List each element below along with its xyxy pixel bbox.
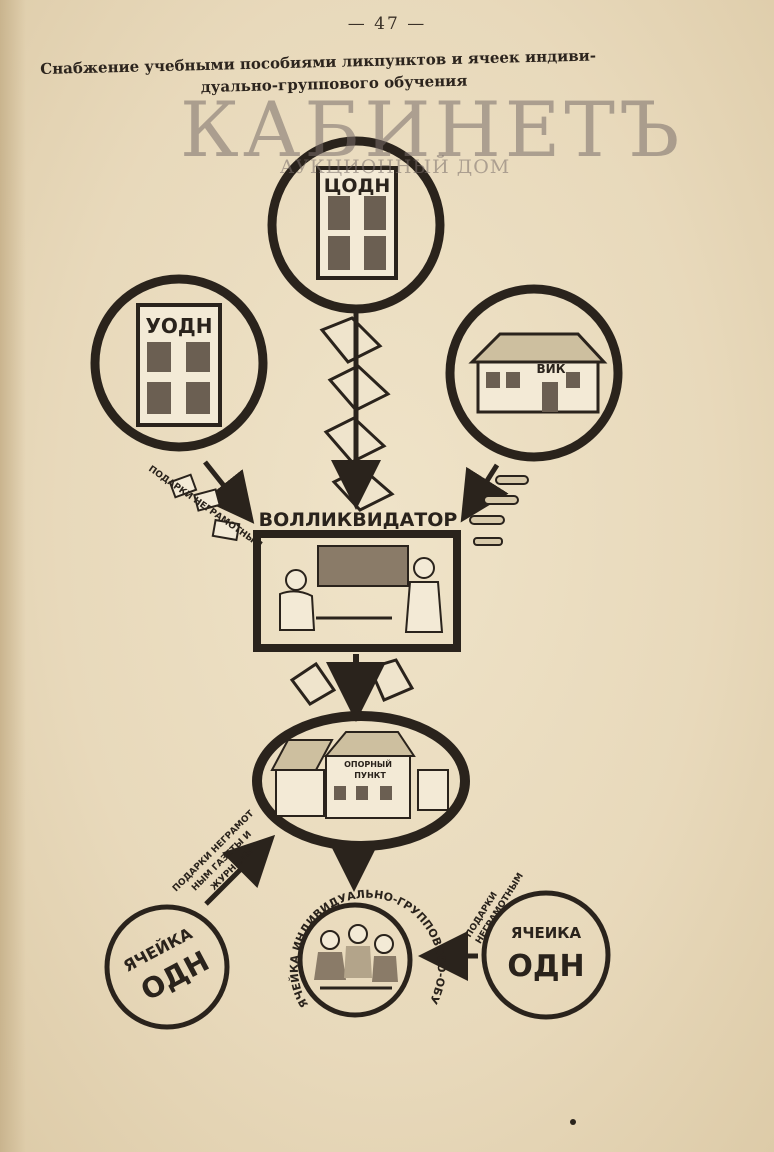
- node-hub: ОПОРНЫЙ ПУНКТ: [252, 711, 470, 851]
- node-vik: ВИК: [445, 284, 623, 462]
- arrow-uodn-to-center: [203, 460, 255, 524]
- node-uodn: УОДН: [90, 274, 268, 452]
- node-cell-left: ЯЧЕЙКА ОДН: [104, 904, 230, 1030]
- arrow-vik-to-center: [460, 463, 509, 523]
- node-cell-right-line1: ЯЧЕИКА: [511, 924, 582, 942]
- node-codn-label: ЦОДН: [324, 175, 391, 197]
- books-to-hub-icon: [289, 658, 415, 706]
- node-cell-right-line2: ОДН: [507, 949, 584, 984]
- gifts-papers-left-icon: [168, 473, 241, 542]
- arrow-cell-left-to-hub: [204, 834, 276, 906]
- label-gifts-left: ПОДАРКИ НЕГРАМОТНЫМ: [146, 464, 263, 550]
- node-hub-label-1: ОПОРНЫЙ: [344, 758, 392, 769]
- binding-shadow: [0, 0, 26, 1152]
- node-cell-right: ЯЧЕИКА ОДН: [481, 890, 611, 1020]
- node-vik-label: ВИК: [537, 362, 566, 376]
- node-uodn-label: УОДН: [146, 314, 213, 338]
- node-hub-label-2: ПУНКТ: [354, 771, 386, 780]
- gifts-papers-right-icon: [469, 475, 529, 546]
- node-codn: ЦОДН: [267, 136, 445, 314]
- node-volikvidator-label: ВОЛЛИКВИДАТОР: [259, 509, 458, 531]
- page-number: — 47 —: [347, 14, 427, 34]
- ink-speck: [570, 1119, 576, 1125]
- node-volikvidator: ВОЛЛИКВИДАТОР: [253, 509, 461, 652]
- label-gifts-bottom-left: ПОДАРКИ НЕГРАМОТ НЫМ ГАЗЕТЫ И ЖУРНАЛЫ: [171, 808, 257, 894]
